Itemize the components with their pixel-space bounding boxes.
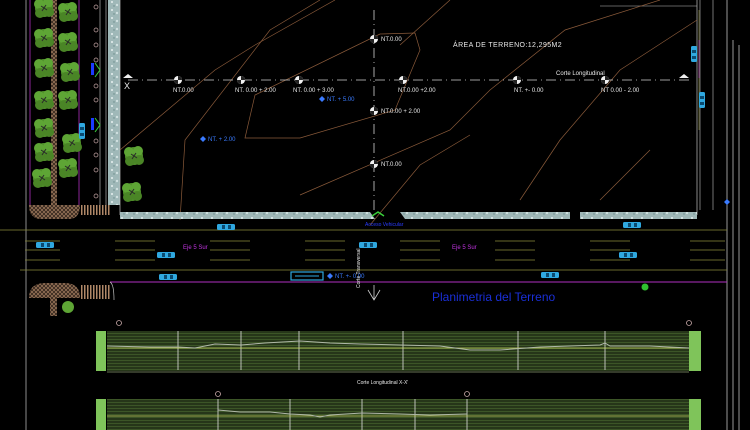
- profile-title: Corte Longitudinal X-X': [357, 380, 409, 386]
- lot: [119, 0, 698, 226]
- street-label: Eje 5 Sur: [452, 245, 477, 251]
- level-label: NT.0.00: [173, 88, 194, 94]
- profile-section-2: [96, 391, 701, 430]
- blue-level-label: NT. + 2.00: [208, 137, 236, 143]
- area-label: ÁREA DE TERRENO:12,295M2: [453, 42, 563, 49]
- section-marker-x: X: [124, 81, 131, 91]
- level-label: NT. +- 0.00: [514, 88, 544, 94]
- access-label: Acceso Vehicular: [365, 222, 404, 228]
- level-label: NT.0.00: [381, 37, 402, 43]
- main-street: [0, 222, 727, 316]
- level-label: NT 0.00 - 2.00: [601, 88, 640, 94]
- left-boulevard: [25, 0, 120, 430]
- profile-section-1: [96, 320, 701, 373]
- transversal-label: Corte Transversal: [356, 248, 362, 288]
- blue-level-label: NT. + 5.00: [327, 97, 355, 103]
- drawing-title: Planimetria del Terreno: [432, 290, 556, 304]
- level-label: NT.0.00 + 2.00: [381, 109, 421, 115]
- level-label: NT. 0.00 + 2.00: [235, 88, 276, 94]
- level-label: NT.0.00 +2.00: [398, 88, 436, 94]
- section-line-label: Corte Longitudinal: [556, 71, 605, 77]
- right-road: [691, 0, 740, 430]
- level-label: NT. 0.00 + 3.00: [293, 88, 334, 94]
- street-label: Eje 5 Sur: [183, 245, 208, 251]
- blue-level-label: NT. +- 0.00: [335, 274, 365, 280]
- level-label: NT.0.00: [381, 162, 402, 168]
